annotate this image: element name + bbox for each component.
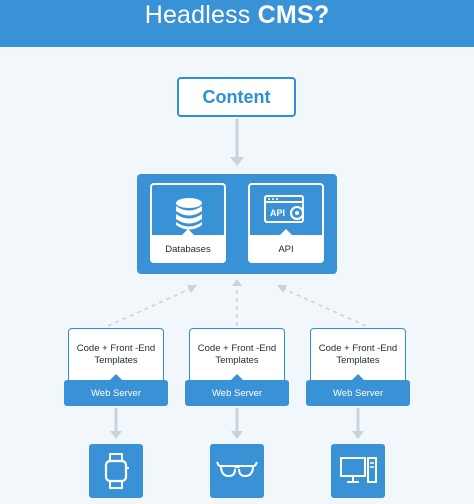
page-title: Headless CMS? [0, 2, 474, 28]
desktop-device [331, 444, 385, 498]
title-regular: Headless [144, 1, 258, 29]
desktop-computer-icon [340, 457, 377, 483]
page-header: Headless CMS? [0, 0, 474, 47]
smartwatch-icon [104, 453, 129, 489]
svg-text:API: API [270, 208, 285, 218]
dashed-arrowhead-left [187, 285, 197, 293]
smart-glasses-device [210, 444, 264, 498]
templates-label: Code + Front -End Templates [310, 328, 406, 380]
dashed-arrow-left [107, 287, 193, 327]
smartwatch-device [89, 444, 143, 498]
arrow-head-content [230, 157, 244, 166]
dashed-arrowhead-center [232, 279, 242, 286]
database-icon [176, 198, 202, 230]
web-server-1: Code + Front -End Templates Web Server [64, 328, 168, 406]
web-server-label: Web Server [306, 374, 410, 406]
templates-label: Code + Front -End Templates [68, 328, 164, 380]
smart-glasses-icon [216, 461, 258, 478]
web-server-label: Web Server [64, 374, 168, 406]
web-server-label: Web Server [185, 374, 289, 406]
api-label: API [248, 229, 324, 263]
web-server-2: Code + Front -End Templates Web Server [185, 328, 289, 406]
dashed-arrowhead-right [277, 285, 287, 293]
dashed-arrow-right [281, 287, 367, 327]
templates-label: Code + Front -End Templates [189, 328, 285, 380]
databases-card: Databases [150, 183, 226, 263]
web-server-3: Code + Front -End Templates Web Server [306, 328, 410, 406]
api-card: API API [248, 183, 324, 263]
api-gear-icon: API [264, 195, 304, 223]
databases-label: Databases [150, 229, 226, 263]
content-node: Content [177, 77, 296, 117]
title-bold: CMS? [257, 1, 330, 29]
